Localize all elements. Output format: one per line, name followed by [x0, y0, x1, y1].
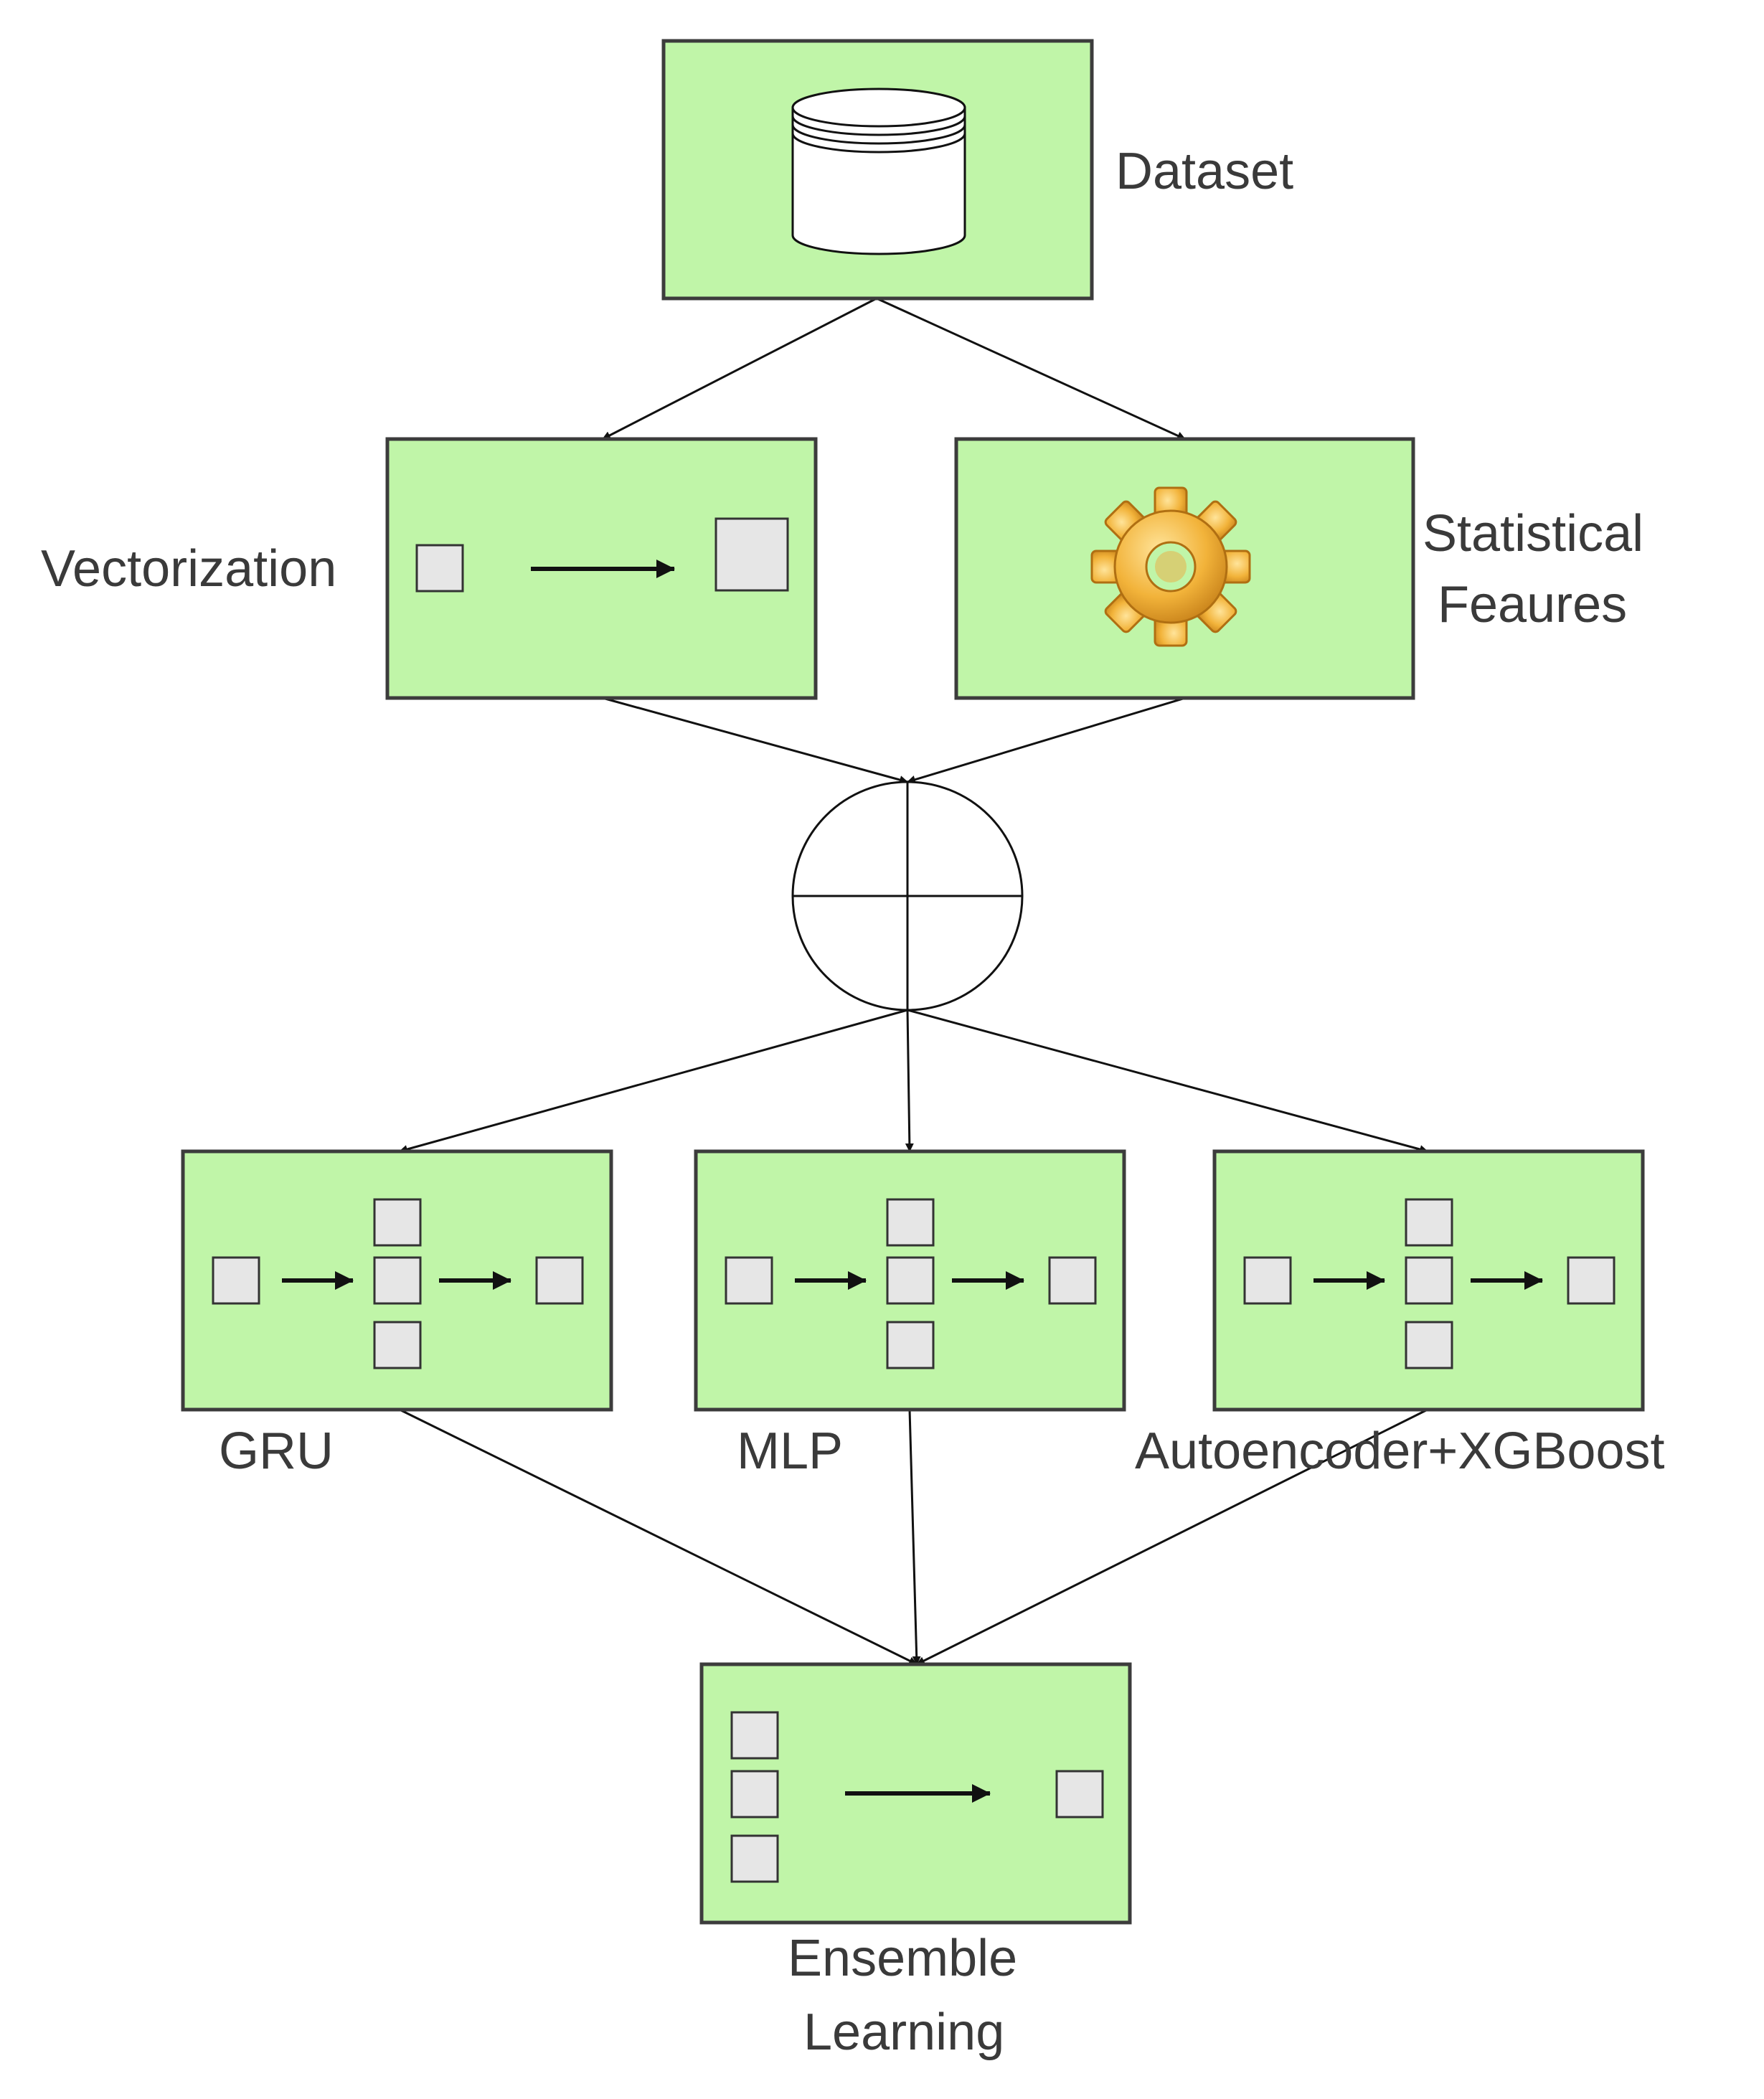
ensemble-input-square-bottom [730, 1834, 779, 1883]
autoencoder-input-square [1243, 1256, 1292, 1305]
statistical-label-line2: Feaures [1438, 576, 1628, 633]
arrow-dataset-to-vectorization [602, 297, 877, 440]
database-cylinder-icon [791, 88, 966, 255]
mlp-node [694, 1149, 1126, 1412]
autoencoder-label: Autoencoder+XGBoost [1135, 1423, 1665, 1480]
ensemble-input-square-mid [730, 1770, 779, 1819]
autoencoder-node [1212, 1149, 1645, 1412]
arrow-combine-to-autoencoder [907, 1009, 1428, 1154]
gru-hidden-square-bottom [373, 1321, 422, 1369]
arrow-autoencoder-to-ensemble [916, 1408, 1428, 1666]
arrow-statistical-to-combine [907, 697, 1186, 784]
arrow-combine-to-mlp [905, 1009, 914, 1152]
gru-hidden-square-mid [373, 1256, 422, 1305]
mlp-label: MLP [737, 1423, 844, 1480]
gru-label: GRU [219, 1423, 334, 1480]
arrow-gru-to-ensemble [399, 1408, 918, 1666]
gru-input-square [212, 1256, 260, 1305]
arrow-mlp-to-ensemble [908, 1409, 921, 1665]
gru-hidden-square-top [373, 1198, 422, 1247]
gear-icon [1090, 486, 1251, 647]
statistical-label-line1: Statistical [1423, 505, 1644, 562]
vectorization-node [385, 437, 818, 700]
statistical-node [954, 437, 1415, 700]
ensemble-label-line1: Ensemble [788, 1930, 1018, 1987]
vectorization-label: Vectorization [41, 540, 337, 598]
arrow-dataset-to-statistical [876, 297, 1186, 440]
gru-node [181, 1149, 613, 1412]
mlp-hidden-square-top [886, 1198, 935, 1247]
ensemble-output-square [1055, 1770, 1104, 1819]
autoencoder-output-square [1567, 1256, 1616, 1305]
vectorization-input-square [415, 544, 464, 593]
mlp-hidden-square-mid [886, 1256, 935, 1305]
ensemble-node [699, 1662, 1132, 1925]
autoencoder-hidden-square-top [1405, 1198, 1453, 1247]
mlp-input-square [725, 1256, 773, 1305]
autoencoder-hidden-square-mid [1405, 1256, 1453, 1305]
mlp-output-square [1048, 1256, 1097, 1305]
dataset-node [661, 39, 1094, 301]
circle-plus-icon [791, 780, 1024, 1011]
connectors [399, 297, 1428, 1666]
dataset-label: Dataset [1116, 143, 1294, 200]
gru-output-square [535, 1256, 584, 1305]
vectorization-output-square [714, 517, 789, 592]
mlp-hidden-square-bottom [886, 1321, 935, 1369]
autoencoder-hidden-square-bottom [1405, 1321, 1453, 1369]
ensemble-input-square-top [730, 1711, 779, 1760]
arrow-vectorization-to-combine [602, 697, 908, 784]
arrow-combine-to-gru [399, 1009, 908, 1154]
ensemble-label-line2: Learning [803, 2004, 1005, 2061]
